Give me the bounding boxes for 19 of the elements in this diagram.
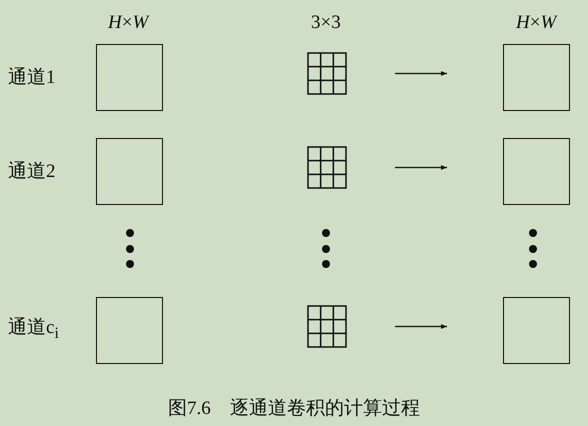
channel-label: 通道2 xyxy=(8,162,56,180)
dimension-label: 3×3 xyxy=(311,12,341,32)
dimension-label: H×W xyxy=(108,12,148,32)
kernel-grid xyxy=(307,146,347,189)
feature-map-square xyxy=(96,297,163,364)
figure-caption: 图7.6 逐通道卷积的计算过程 xyxy=(168,398,420,418)
feature-map-square xyxy=(503,297,570,364)
kernel-grid xyxy=(307,305,347,348)
channel-label: 通道1 xyxy=(8,68,56,86)
feature-map-square xyxy=(96,44,163,111)
feature-map-square xyxy=(503,138,570,205)
arrow xyxy=(395,324,447,329)
arrow xyxy=(395,71,447,76)
feature-map-square xyxy=(96,138,163,205)
feature-map-square xyxy=(503,44,570,111)
arrow xyxy=(395,165,447,170)
dimension-label: H×W xyxy=(516,12,556,32)
channel-label: 通道c$_{i}$ xyxy=(8,318,59,342)
kernel-grid xyxy=(307,52,347,95)
